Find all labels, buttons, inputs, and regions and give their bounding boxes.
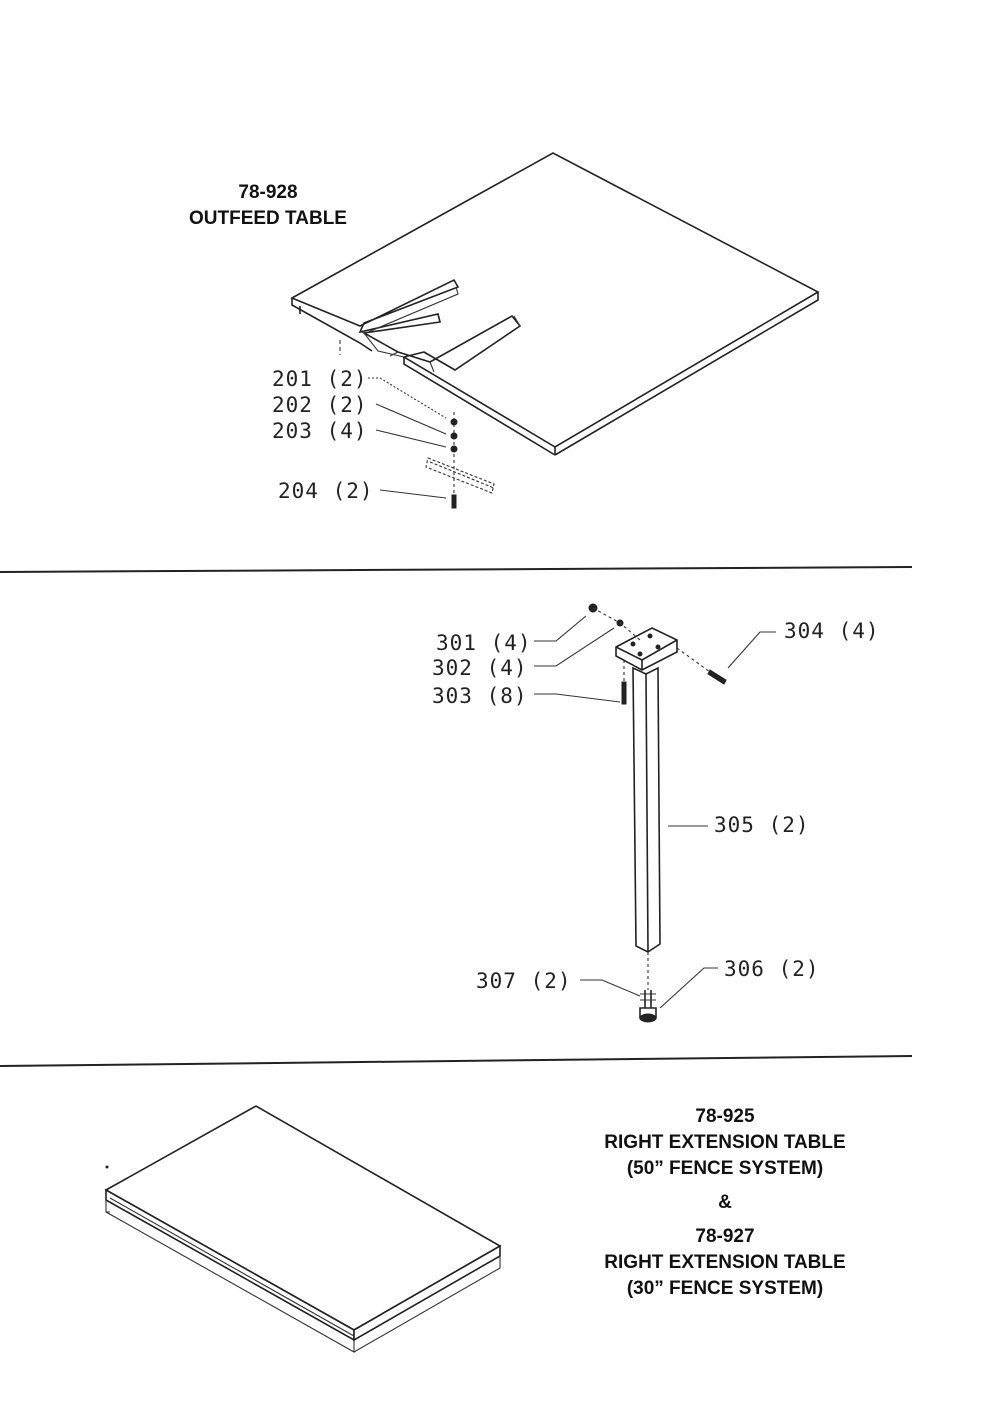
part-202-washer [450, 432, 458, 440]
callout-303: 303 (8) [432, 684, 528, 708]
extension-ampersand: & [718, 1192, 732, 1213]
extension-model-a: 78-925 [695, 1106, 755, 1127]
callout-301: 301 (4) [436, 631, 532, 655]
callout-305: 305 (2) [714, 813, 810, 837]
callout-202: 202 (2) [272, 393, 368, 417]
outfeed-model: 78-928 [238, 182, 298, 203]
outfeed-leaders [368, 377, 447, 499]
part-201-washer [450, 418, 458, 426]
callout-201: 201 (2) [272, 367, 368, 391]
callout-302: 302 (4) [432, 656, 528, 680]
outfeed-table-drawing [290, 152, 820, 456]
extension-name-b: RIGHT EXTENSION TABLE [604, 1252, 846, 1273]
callout-304: 304 (4) [784, 619, 880, 643]
section-divider-1 [0, 566, 913, 573]
extension-table-drawing [104, 1105, 502, 1353]
callout-306: 306 (2) [724, 957, 820, 981]
section-divider-2 [0, 1055, 913, 1067]
part-306-foot [639, 1013, 657, 1023]
part-303-screw [621, 681, 627, 705]
part-203-nut [450, 445, 458, 453]
outfeed-name: OUTFEED TABLE [189, 208, 347, 229]
callout-307: 307 (2) [476, 969, 572, 993]
outfeed-hardware [425, 412, 495, 509]
part-204-screw [451, 494, 457, 509]
extension-model-b: 78-927 [695, 1226, 755, 1247]
part-304-bolt [707, 669, 727, 685]
extension-system-b: (30” FENCE SYSTEM) [626, 1278, 824, 1299]
extension-title: 78-925 RIGHT EXTENSION TABLE (50” FENCE … [560, 1104, 890, 1302]
leg-assembly-drawing [588, 603, 727, 1023]
callout-204: 204 (2) [278, 479, 374, 503]
leg-leaders [534, 615, 776, 1009]
outfeed-title: 78-928 OUTFEED TABLE [170, 180, 366, 232]
callout-203: 203 (4) [272, 419, 368, 443]
extension-name-a: RIGHT EXTENSION TABLE [604, 1132, 846, 1153]
extension-system-a: (50” FENCE SYSTEM) [626, 1158, 824, 1179]
part-bracket-bar [425, 457, 495, 494]
